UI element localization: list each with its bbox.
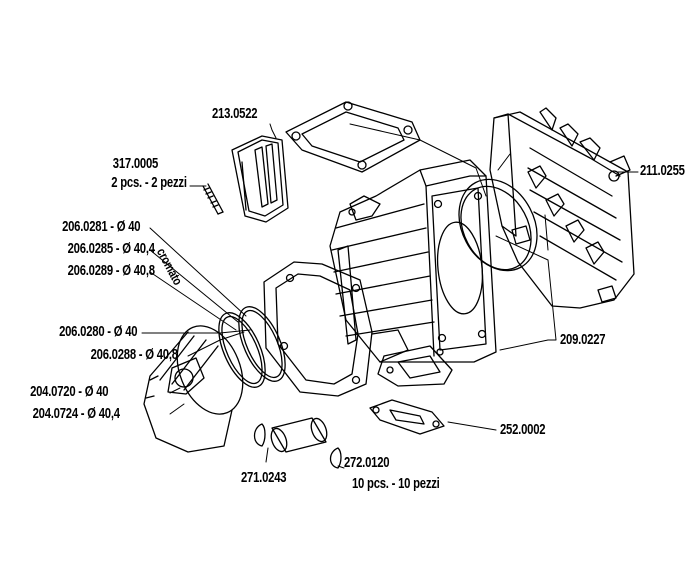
label-piston-40: 204.0720 - Ø 40 [29, 384, 108, 400]
label-reed-gasket: 213.0522 [212, 106, 258, 122]
exhaust-gasket [369, 399, 445, 435]
label-chrome-rings-40-8: 206.0288 - Ø 40,8 [90, 347, 178, 363]
stud [202, 183, 224, 215]
intake-gasket [285, 101, 421, 173]
label-cylinder: 209.0227 [560, 332, 606, 348]
piston [143, 325, 244, 453]
label-circlip-qty: 10 pcs. - 10 pezzi [352, 476, 440, 492]
leader-lines [141, 123, 639, 469]
piston-rings-lower [218, 312, 266, 388]
base-gasket [263, 261, 373, 397]
label-chrome-rings-40: 206.0280 - Ø 40 [58, 324, 137, 340]
reed-block-gasket [231, 135, 289, 223]
label-rings-40: 206.0281 - Ø 40 [61, 219, 140, 235]
label-rings-40-8: 206.0289 - Ø 40,8 [67, 263, 155, 279]
piston-pin [270, 417, 328, 453]
cylinder [329, 159, 497, 363]
exhaust-port [377, 345, 453, 387]
circlips [253, 423, 342, 469]
label-circlip: 272.0120 [344, 455, 390, 471]
piston-rings-upper [238, 306, 286, 382]
label-cylinder-head: 211.0255 [640, 163, 685, 179]
label-exhaust-gasket: 252.0002 [500, 422, 546, 438]
label-stud-qty: 2 pcs. - 2 pezzi [111, 175, 188, 191]
label-piston-40-4: 204.0724 - Ø 40,4 [32, 406, 120, 422]
label-stud: 317.0005 [112, 156, 159, 172]
head-o-rings [458, 178, 538, 272]
label-piston-pin: 271.0243 [241, 470, 287, 486]
cylinder-head [489, 107, 635, 309]
label-rings-40-4: 206.0285 - Ø 40,4 [67, 241, 155, 257]
